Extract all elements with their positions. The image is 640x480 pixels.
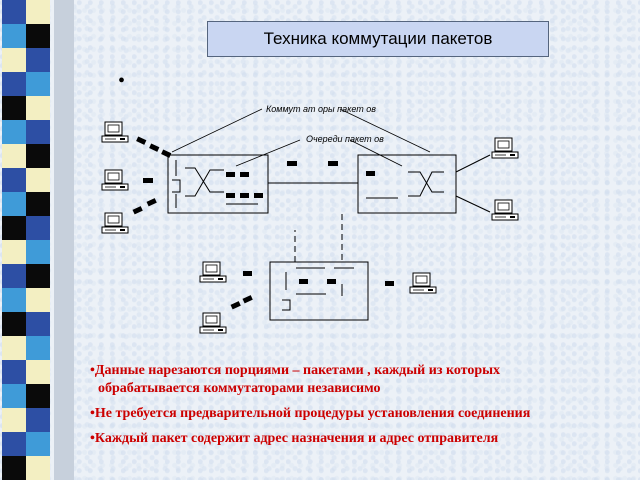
stripe-cell (2, 24, 26, 48)
computer-icon (101, 169, 129, 191)
bullet-item-1-line2: обрабатывается коммутаторами независимо (98, 381, 381, 396)
stripe-cell (26, 192, 50, 216)
stripe-cell (26, 216, 50, 240)
stripe-cell (26, 360, 50, 384)
stripe-cell (2, 168, 26, 192)
switch-left-crossing (172, 160, 258, 208)
stripe-cell (2, 144, 26, 168)
stripe-cell (2, 288, 26, 312)
stripe-cell (26, 336, 50, 360)
decorative-stripe (2, 0, 74, 480)
stripe-cell (2, 48, 26, 72)
stripe-cell (26, 408, 50, 432)
stripe-cell (26, 456, 50, 480)
computer-icon (491, 137, 519, 159)
connection-lines (268, 154, 491, 213)
stripe-cell (2, 360, 26, 384)
packet-switching-diagram: Коммут ат оры пакет ов Очереди пакет ов (101, 104, 519, 334)
stripe-edge (54, 0, 74, 480)
bullet-item-1: •Данные нарезаются порциями – пакетами ,… (90, 362, 630, 398)
packet-dashes (132, 136, 394, 310)
slide-title: Техника коммутации пакетов (207, 21, 549, 57)
bullet-list: •Данные нарезаются порциями – пакетами ,… (90, 362, 630, 455)
stripe-cell (26, 96, 50, 120)
stripe-cell (26, 48, 50, 72)
stripe-cell (2, 0, 26, 24)
slide-title-text: Техника коммутации пакетов (263, 29, 493, 48)
computer-icon (101, 212, 129, 234)
stripe-cell (2, 264, 26, 288)
computer-icon (409, 272, 437, 294)
computer-icon (199, 312, 227, 334)
stripe-cell (26, 384, 50, 408)
label-leaders (171, 108, 431, 167)
stripe-cell (2, 432, 26, 456)
dashed-links (294, 214, 343, 262)
bullet-item-2-line1: •Не требуется предварительной процедуры … (90, 406, 531, 421)
empty-bullet: • (118, 70, 126, 92)
stripe-cell (2, 456, 26, 480)
label-queues: Очереди пакет ов (306, 134, 384, 144)
stripe-cell (2, 72, 26, 96)
switch-box-right (357, 154, 457, 214)
stripe-cell (2, 408, 26, 432)
bullet-item-2: •Не требуется предварительной процедуры … (90, 405, 630, 423)
stripe-cell (26, 0, 50, 24)
stripe-cell (2, 384, 26, 408)
stripe-cell (2, 192, 26, 216)
stripe-cell (2, 96, 26, 120)
stripe-cell (26, 72, 50, 96)
stripe-cell (26, 120, 50, 144)
computer-icon (199, 261, 227, 283)
bullet-item-3: •Каждый пакет содержит адрес назначения … (90, 430, 630, 448)
computer-icon (491, 199, 519, 221)
stripe-cell (26, 288, 50, 312)
stripe-cell (2, 240, 26, 264)
computer-icon (101, 121, 129, 143)
stripe-cell (26, 168, 50, 192)
stripe-cell (26, 240, 50, 264)
switch-right-crossing (366, 171, 444, 199)
bullet-item-3-line1: •Каждый пакет содержит адрес назначения … (90, 431, 499, 446)
stripe-cell (26, 264, 50, 288)
stripe-cell (26, 432, 50, 456)
switch-box-bottom (269, 261, 369, 321)
switch-bottom-internal (282, 267, 354, 311)
label-switches: Коммут ат оры пакет ов (266, 104, 376, 114)
bullet-item-1-line1: •Данные нарезаются порциями – пакетами ,… (90, 363, 501, 378)
stripe-cell (2, 120, 26, 144)
stripe-cell (2, 336, 26, 360)
switch-box-left (167, 154, 269, 214)
stripe-cell (2, 312, 26, 336)
stripe-cell (2, 216, 26, 240)
stripe-cell (26, 24, 50, 48)
stripe-cell (26, 144, 50, 168)
stripe-cell (26, 312, 50, 336)
